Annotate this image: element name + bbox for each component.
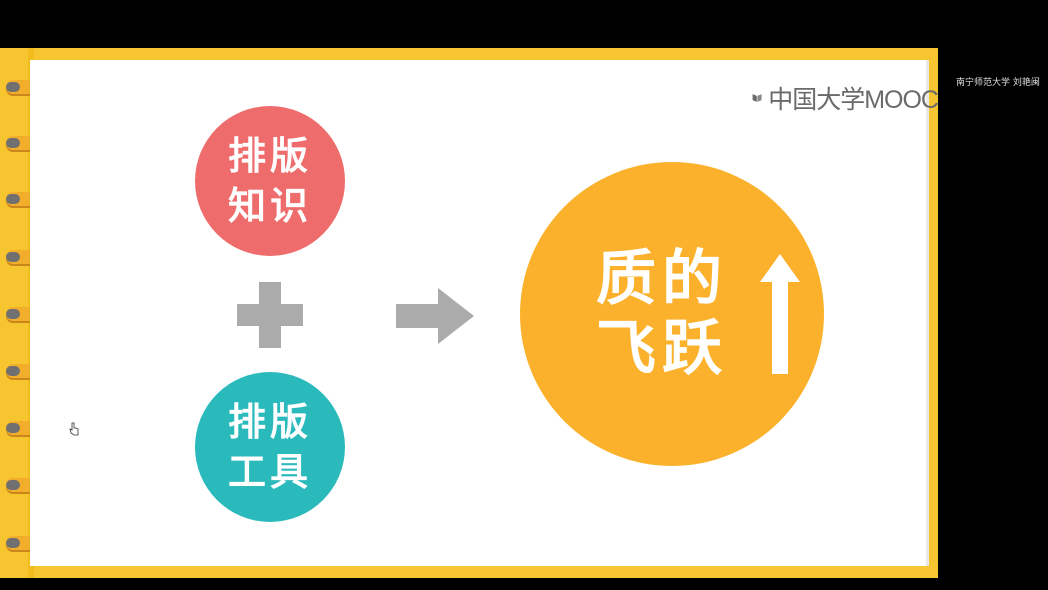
hand-cursor-icon (69, 422, 79, 436)
book-logo-icon (752, 94, 762, 102)
tool-circle: 排版 工具 (195, 372, 345, 522)
leap-line2: 飞跃 (596, 314, 728, 384)
tool-line1: 排版 (227, 400, 312, 444)
lecturer-caption: 南宁师范大学 刘艳闽 (956, 78, 1040, 88)
tool-line2: 工具 (227, 450, 312, 494)
knowledge-line2: 知识 (227, 184, 312, 228)
leap-text: 质的 飞跃 (596, 244, 728, 384)
up-arrow-icon (760, 254, 800, 374)
mooc-logo: 中国大学MOOC (752, 80, 938, 116)
knowledge-line1: 排版 (227, 134, 312, 178)
knowledge-circle: 排版 知识 (195, 106, 345, 256)
leap-line1: 质的 (596, 244, 728, 314)
plus-icon (237, 282, 303, 348)
leap-circle: 质的 飞跃 (520, 162, 824, 466)
right-arrow-icon (396, 288, 474, 344)
logo-text: 中国大学MOOC (768, 86, 938, 114)
